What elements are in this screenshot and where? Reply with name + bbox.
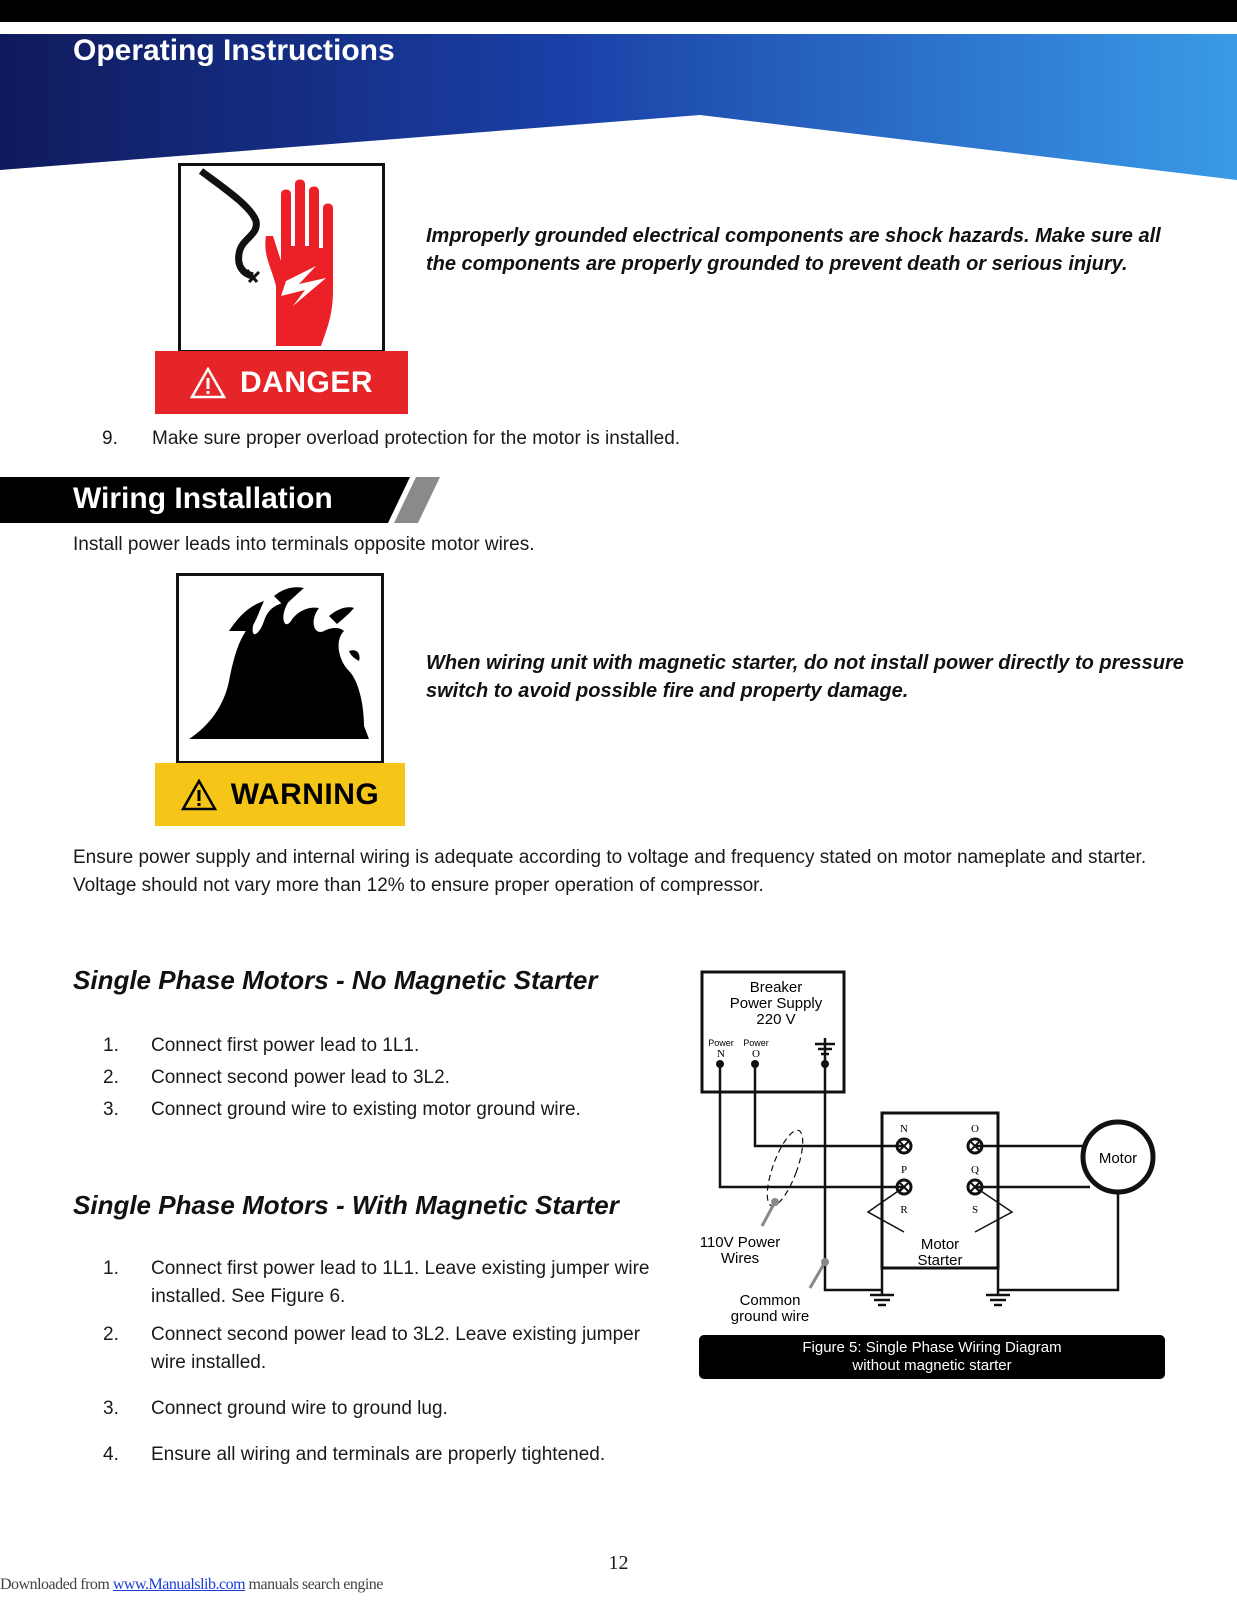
fire-icon <box>189 587 369 739</box>
breaker-box <box>700 970 846 1094</box>
supply-note: Ensure power supply and internal wiring … <box>73 847 1147 896</box>
warning-label-text: WARNING <box>230 777 380 811</box>
list-no-starter: 1.Connect first power lead to 1L1. 2.Con… <box>73 1032 673 1124</box>
heading-no-starter: Single Phase Motors - No Magnetic Starte… <box>73 965 598 995</box>
warning-triangle-icon <box>189 366 226 398</box>
warning-text: When wiring unit with magnetic starter, … <box>426 652 1184 702</box>
wiring-diagram: Breaker Power Supply 220 V Power Power N… <box>700 970 1156 1325</box>
starter-r: R <box>900 1204 908 1216</box>
danger-label-text: DANGER <box>239 365 373 399</box>
caption-line1: Figure 5: Single Phase Wiring Diagram <box>802 1339 1062 1356</box>
breaker-line3: 220 V <box>756 1011 795 1028</box>
ground-icon <box>870 1293 1010 1307</box>
section-bar <box>0 477 440 523</box>
danger-text: Improperly grounded electrical component… <box>426 225 1161 275</box>
step-9-text: Make sure proper overload protection for… <box>152 428 681 449</box>
starter-line2: Starter <box>917 1252 962 1269</box>
ground-icon <box>815 1038 835 1064</box>
footer-link[interactable]: www.Manualslib.com <box>112 1576 246 1593</box>
term-n-top: N <box>717 1048 725 1060</box>
power-label-2: Power <box>743 1038 769 1048</box>
caption-line2: without magnetic starter <box>852 1357 1012 1374</box>
term-o-top: O <box>752 1048 760 1060</box>
footer-suffix: manuals search engine <box>245 1576 384 1593</box>
ground-line2: ground wire <box>731 1308 809 1325</box>
breaker-line2: Power Supply <box>730 995 823 1012</box>
danger-label: DANGER <box>155 351 408 414</box>
heading-with-starter: Single Phase Motors - With Magnetic Star… <box>73 1190 619 1220</box>
footer-prefix: Downloaded from <box>0 1576 113 1593</box>
ground-line1: Common <box>740 1292 801 1309</box>
danger-sign <box>178 163 385 353</box>
motor-label: Motor <box>1099 1150 1137 1167</box>
starter-s: S <box>972 1204 978 1216</box>
warning-label: WARNING <box>155 763 405 826</box>
list-item: 2.Connect second power lead to 3L2. Leav… <box>103 1324 641 1373</box>
list-item: 1.Connect first power lead to 1L1. <box>103 1035 420 1056</box>
top-bar <box>0 0 1237 22</box>
step-9-num: 9. <box>102 428 118 449</box>
figure-caption: Figure 5: Single Phase Wiring Diagram wi… <box>699 1335 1165 1379</box>
starter-n: N <box>900 1123 908 1135</box>
shock-hand-icon <box>198 168 333 346</box>
power-label-1: Power <box>708 1038 734 1048</box>
starter-o: O <box>971 1123 979 1135</box>
list-with-starter: 1.Connect first power lead to 1L1. Leave… <box>73 1255 673 1469</box>
page-number: 12 <box>608 1552 629 1574</box>
wiring-intro: Install power leads into terminals oppos… <box>73 534 535 555</box>
starter-line1: Motor <box>921 1236 959 1253</box>
wires-line2: Wires <box>721 1250 759 1267</box>
list-item: 3.Connect ground wire to ground lug. <box>103 1398 448 1419</box>
list-item: 1.Connect first power lead to 1L1. Leave… <box>103 1258 650 1307</box>
warning-triangle-icon <box>180 778 217 810</box>
header-band <box>0 30 1237 182</box>
starter-p: P <box>901 1164 907 1176</box>
warning-sign <box>176 573 384 764</box>
page-title: Operating Instructions <box>73 34 395 67</box>
list-item: 2.Connect second power lead to 3L2. <box>103 1067 450 1088</box>
list-item: 4.Ensure all wiring and terminals are pr… <box>103 1444 606 1465</box>
wires-line1: 110V Power <box>700 1234 781 1251</box>
starter-q: Q <box>971 1164 979 1176</box>
section-title-wiring: Wiring Installation <box>73 482 333 515</box>
footer: Downloaded from www.Manualslib.com manua… <box>0 1576 383 1594</box>
breaker-line1: Breaker <box>750 979 803 996</box>
list-item: 3.Connect ground wire to existing motor … <box>103 1099 581 1120</box>
